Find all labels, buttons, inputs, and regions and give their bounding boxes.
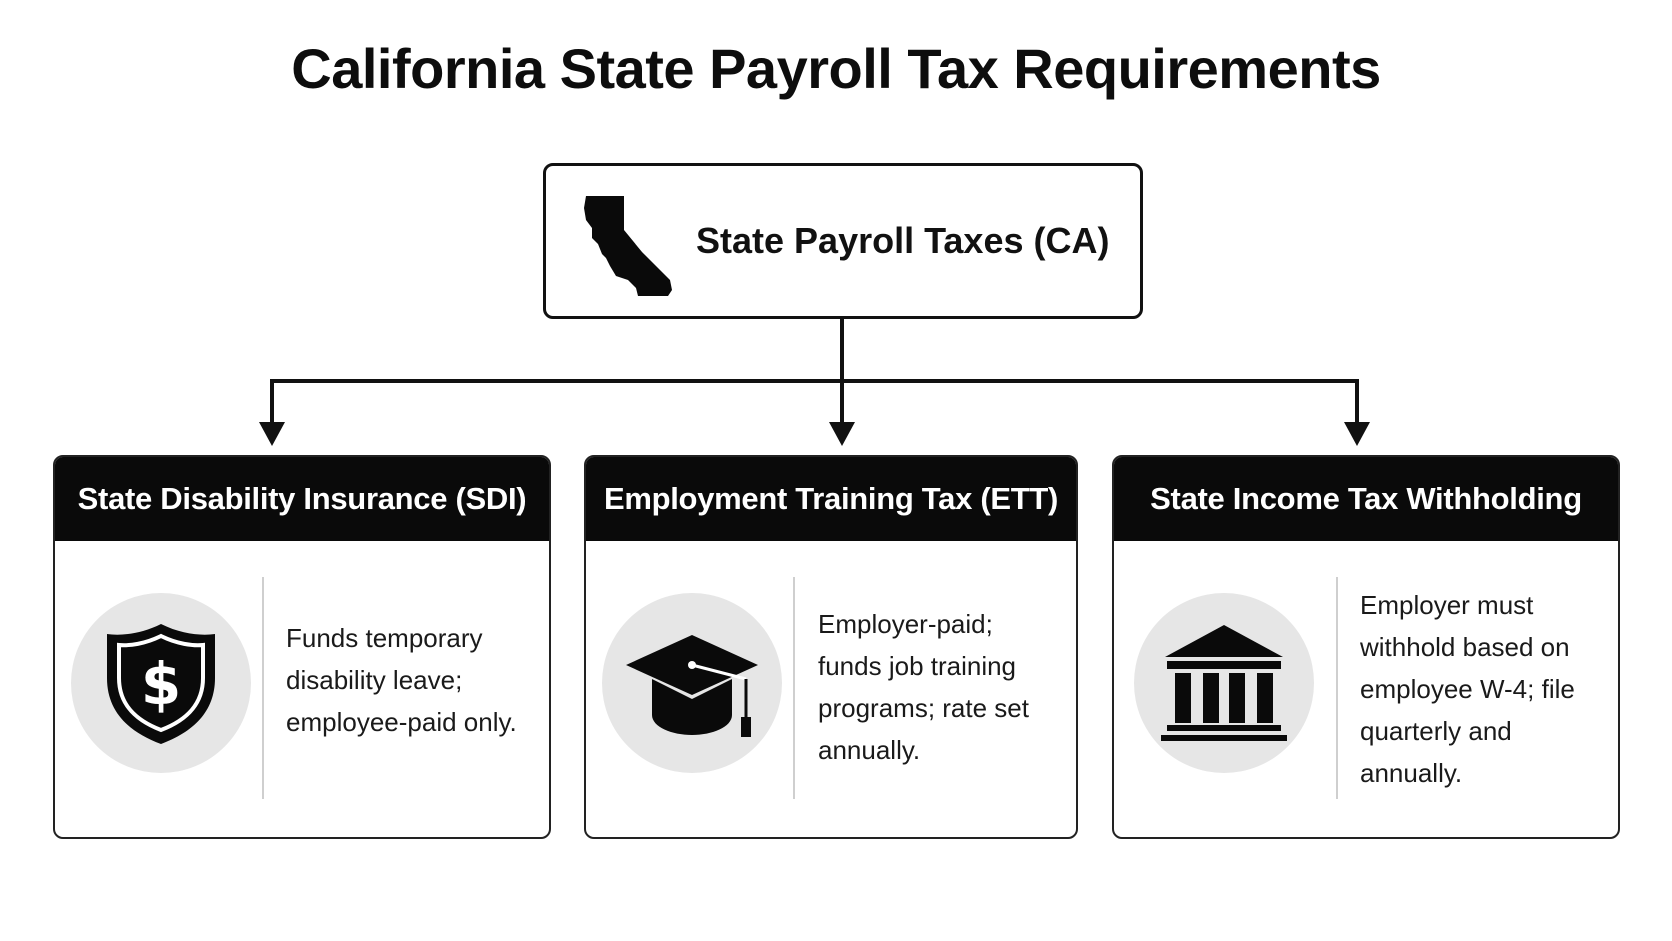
bank-building-icon [1161, 625, 1287, 741]
card-description: Employer must withhold based on employee… [1360, 584, 1575, 794]
icon-circle [1134, 593, 1314, 773]
card-header: State Income Tax Withholding [1114, 457, 1618, 541]
root-label: State Payroll Taxes (CA) [696, 220, 1110, 261]
california-map-icon [584, 196, 672, 296]
card-body: $ Funds temporary disability leave; empl… [55, 541, 549, 837]
card-divider [262, 577, 264, 799]
arrow-down-icon [1344, 422, 1370, 446]
graduation-cap-icon [626, 635, 758, 737]
card-text-line: disability leave; [286, 665, 463, 695]
card-body: Employer must withhold based on employee… [1114, 541, 1618, 837]
card-header: Employment Training Tax (ETT) [586, 457, 1076, 541]
card-body: Employer-paid; funds job training progra… [586, 541, 1076, 837]
card-description: Employer-paid; funds job training progra… [818, 603, 1029, 771]
card-text-line: programs; rate set [818, 693, 1029, 723]
card-ett: Employment Training Tax (ETT) Employer-p… [584, 455, 1078, 839]
card-description: Funds temporary disability leave; employ… [286, 617, 517, 743]
card-text-line: annually. [1360, 758, 1463, 788]
card-text-line: withhold based on [1360, 632, 1570, 662]
card-text-line: Employer must [1360, 590, 1534, 620]
card-divider [793, 577, 795, 799]
svg-text:$: $ [141, 650, 181, 718]
card-text-line: funds job training [818, 651, 1017, 681]
root-node: State Payroll Taxes (CA) [543, 163, 1143, 319]
arrow-down-icon [829, 422, 855, 446]
card-text-line: quarterly and [1360, 716, 1512, 746]
card-header: State Disability Insurance (SDI) [55, 457, 549, 541]
card-withholding: State Income Tax Withholding Employer mu… [1112, 455, 1620, 839]
shield-dollar-icon: $ [107, 624, 215, 744]
card-divider [1336, 577, 1338, 799]
icon-circle: $ [71, 593, 251, 773]
arrow-down-icon [259, 422, 285, 446]
page-title: California State Payroll Tax Requirement… [291, 37, 1381, 100]
card-text-line: employee W-4; file [1360, 674, 1575, 704]
icon-circle [602, 593, 782, 773]
card-text-line: Employer-paid; [818, 609, 993, 639]
card-text-line: employee-paid only. [286, 707, 517, 737]
card-text-line: annually. [818, 735, 921, 765]
card-sdi: State Disability Insurance (SDI) $ Funds… [53, 455, 551, 839]
card-text-line: Funds temporary [286, 623, 483, 653]
